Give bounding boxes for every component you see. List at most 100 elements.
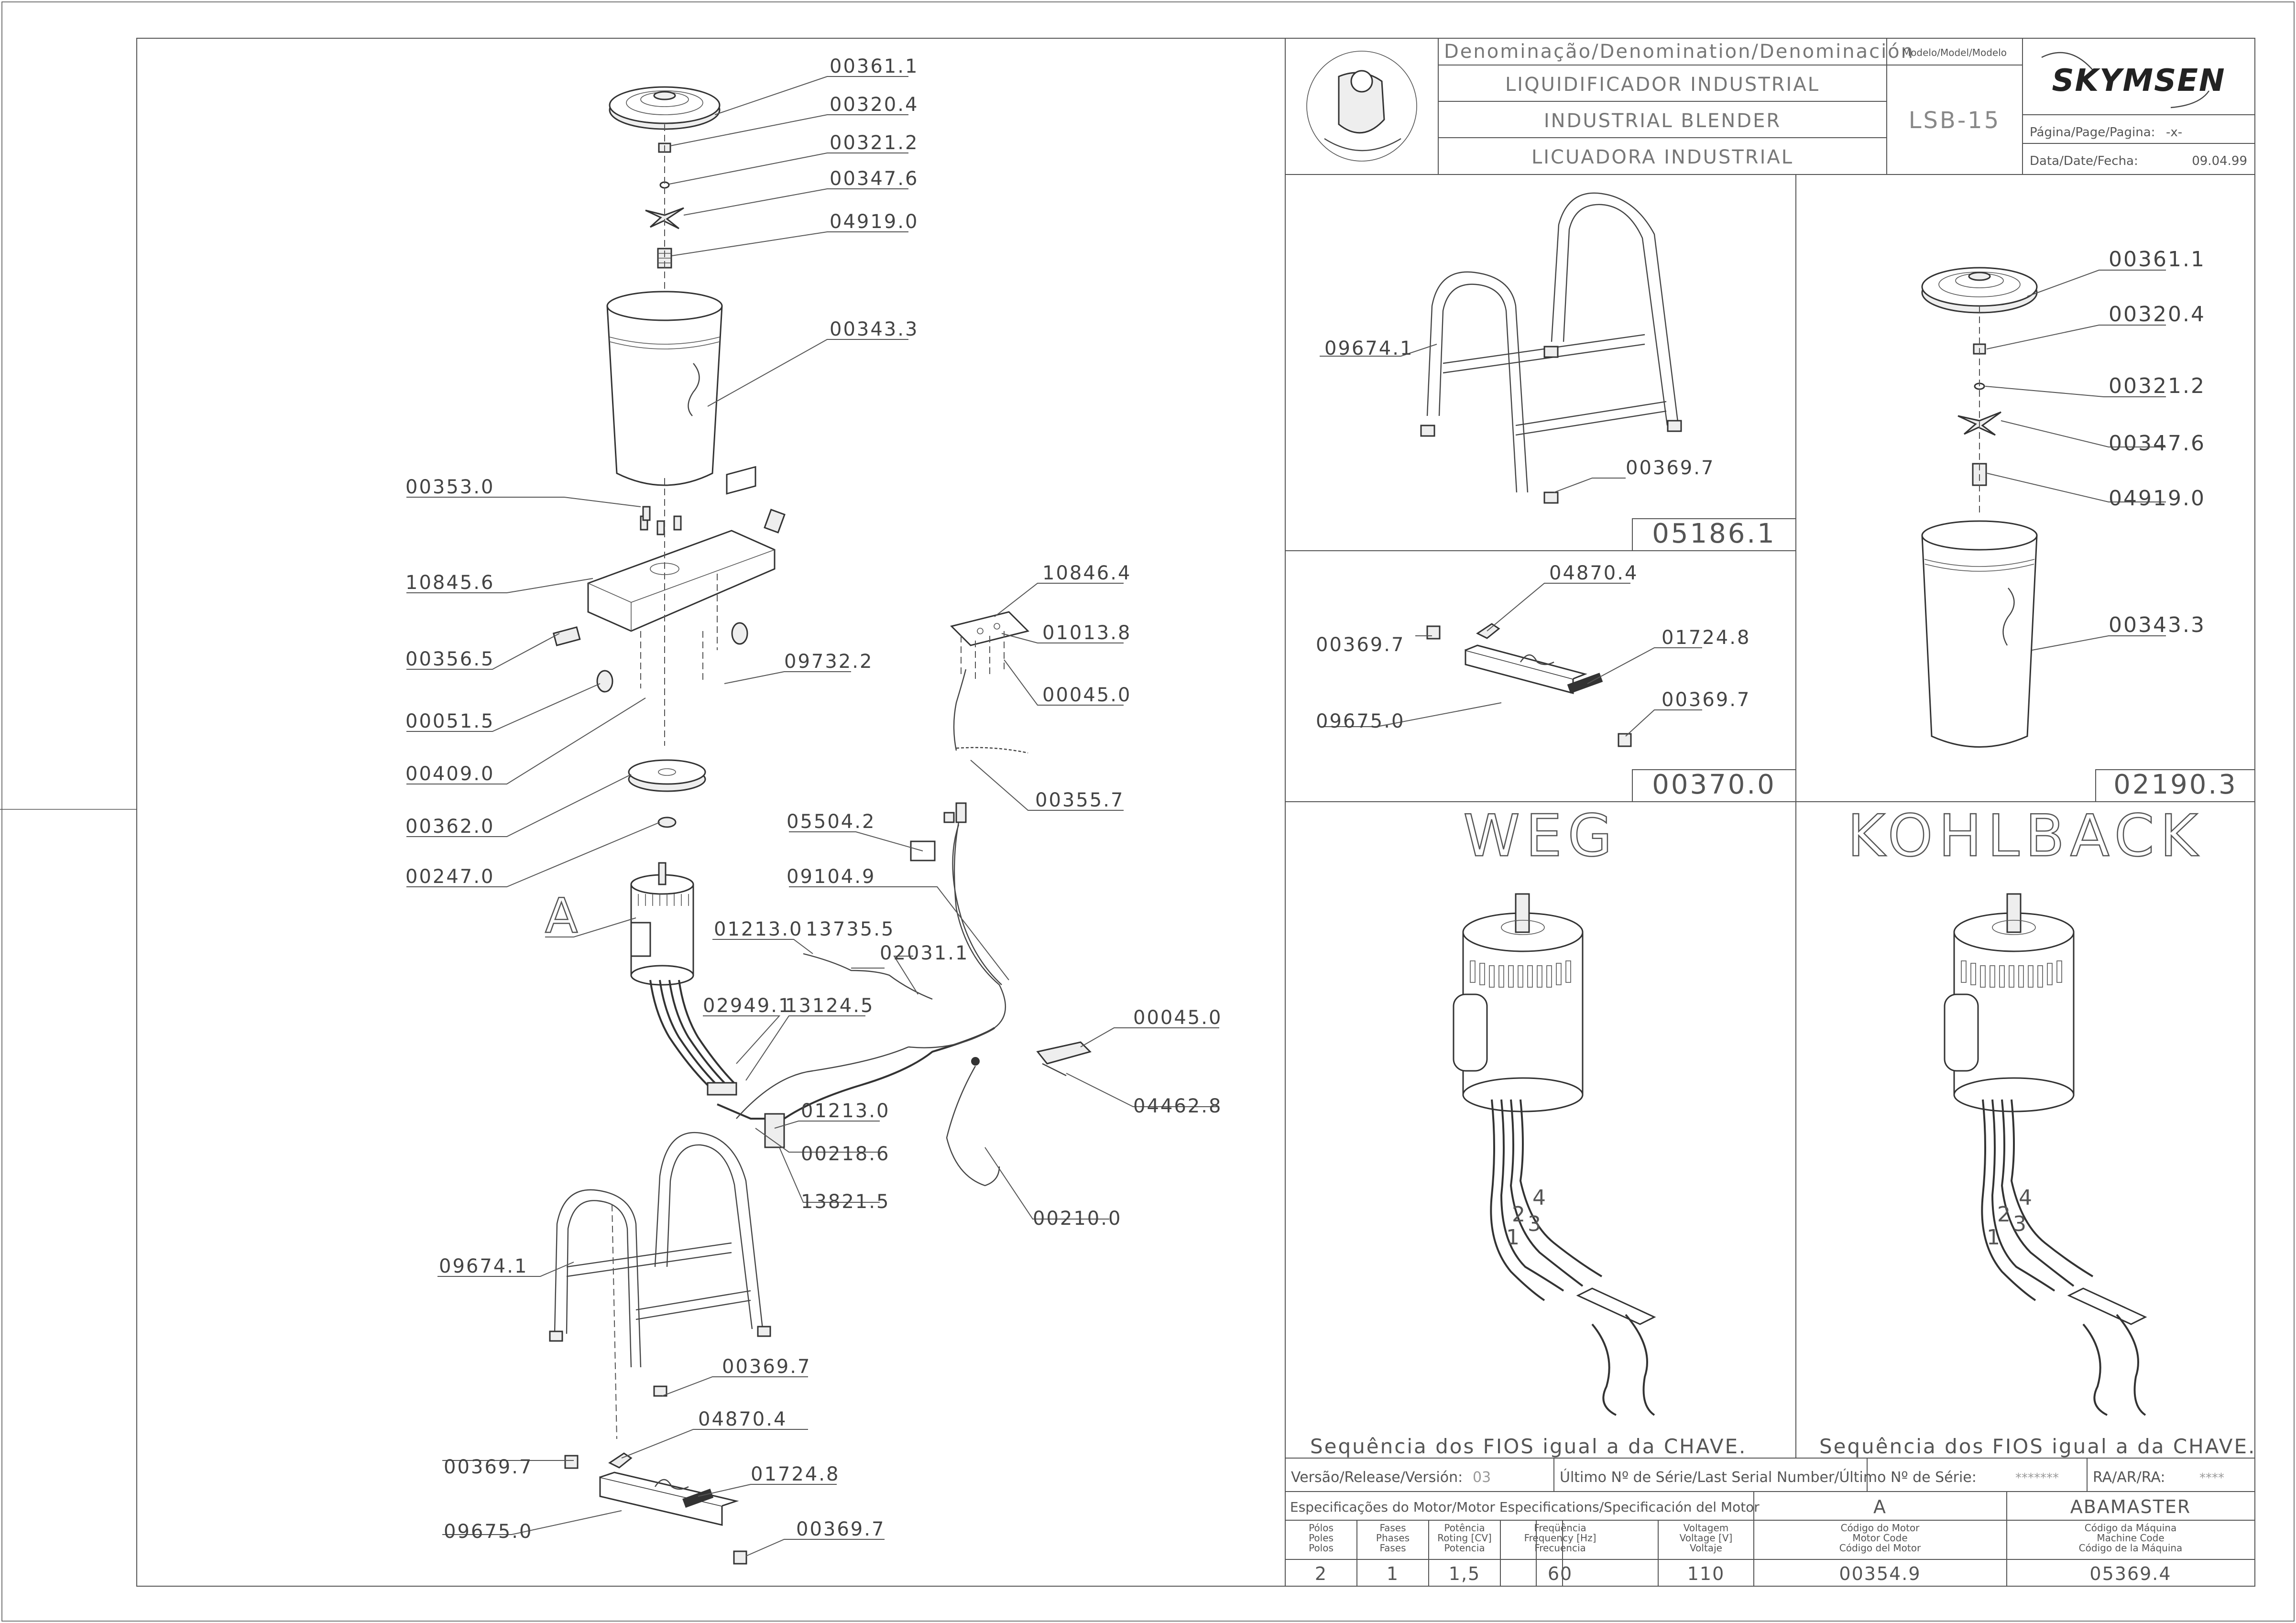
lid-part (609, 86, 721, 130)
model-header: Modelo/Model/Modelo (1902, 47, 2007, 58)
spec-label: Código de la Máquina (2079, 1542, 2183, 1554)
base-bar-part (564, 1452, 747, 1565)
spec-table-grid (1285, 1458, 2255, 1586)
product-name-es: LICUADORA INDUSTRIAL (1531, 146, 1793, 168)
blade-part (645, 207, 684, 229)
panel-grid (1285, 174, 2255, 1586)
logo-text: SKYMSEN (2052, 63, 2225, 98)
stand-panel-leaders (1320, 344, 1626, 493)
spec-label: Machine Code (2097, 1532, 2164, 1544)
page-label: Página/Page/Pagina: (2030, 125, 2155, 140)
part-label: 00369.7 (722, 1356, 811, 1378)
weg-wire-num: 3 (1528, 1212, 1542, 1236)
cup-panel-drawing (1921, 267, 2038, 748)
spec-value: 2 (1315, 1563, 1327, 1584)
serial-label: Último Nº de Série/Last Serial Number/Úl… (1560, 1468, 1977, 1486)
mounting-plate-part (950, 611, 1029, 679)
date-value: 09.04.99 (2192, 154, 2247, 168)
base-label: 01724.8 (1662, 627, 1750, 649)
ground-wire (946, 1066, 1000, 1187)
spec-label: Frecuencia (1534, 1542, 1586, 1554)
spec-value: 05369.4 (2089, 1563, 2171, 1584)
part-label: 00247.0 (405, 866, 494, 888)
main-leaders (406, 76, 1219, 1557)
spec-column: Voltagem Voltage [V] Voltaje 110 (1680, 1522, 1733, 1584)
spec-label: Voltaje (1690, 1542, 1722, 1554)
spec-value: 60 (1548, 1563, 1573, 1584)
title-block (1285, 38, 2255, 175)
main-part-labels: 00361.1 00320.4 00321.2 00347.6 04919.0 … (405, 55, 1222, 1543)
drawing-frame (136, 38, 2255, 1587)
spec-label: Phases (1376, 1532, 1410, 1544)
strain-relief-part (953, 669, 1028, 754)
part-label: 10846.4 (1042, 562, 1131, 584)
date-label: Data/Date/Fecha: (2030, 154, 2138, 168)
cup-assembly-code: 02190.3 (2113, 769, 2238, 800)
terminal-strip-part (1036, 1041, 1092, 1077)
page-value: -x- (2166, 125, 2182, 140)
part-label: 00218.6 (801, 1143, 890, 1165)
stand-part (549, 1132, 771, 1439)
weg-wire-num: 4 (1532, 1186, 1547, 1210)
part-label: 09732.2 (784, 651, 873, 673)
part-label: 00369.7 (796, 1518, 885, 1540)
authorized-service-seal (1306, 51, 1417, 162)
spec-label: Fases (1379, 1522, 1406, 1534)
motor-callout: A (545, 888, 583, 944)
bearing-part (657, 817, 677, 828)
version-label: Versão/Release/Versión: (1291, 1469, 1463, 1486)
spec-label: Código da Máquina (2085, 1522, 2176, 1534)
spec-column: Freqüência Frequency [Hz] Frecuencia 60 (1524, 1522, 1596, 1584)
product-name-pt: LIQUIDIFICADOR INDUSTRIAL (1505, 74, 1820, 96)
part-label: 10845.6 (405, 572, 494, 594)
part-label: 13735.5 (806, 918, 895, 940)
model-code: LSB-15 (1909, 107, 2001, 134)
weg-wire-note: Sequência dos FIOS igual a da CHAVE. (1310, 1435, 1747, 1458)
part-label: 00045.0 (1042, 684, 1131, 706)
cup-label: 00343.3 (2109, 613, 2206, 637)
weg-wire-num: 1 (1506, 1225, 1521, 1250)
spec-col-a: A (1873, 1496, 1887, 1517)
weg-title: WEG (1463, 803, 1618, 870)
pulley-part (628, 759, 706, 792)
base-panel-drawing (1426, 623, 1632, 747)
part-label: 00321.2 (830, 132, 918, 154)
spec-label: Roting [CV] (1437, 1532, 1492, 1544)
part-label: 13821.5 (801, 1191, 890, 1213)
cup-label: 00320.4 (2109, 302, 2206, 327)
part-label: 00361.1 (830, 55, 918, 77)
part-label: 01724.8 (751, 1463, 840, 1485)
part-label: 01213.0 (714, 918, 803, 940)
part-label: 00409.0 (405, 763, 494, 785)
base-panel-leaders (1320, 583, 1702, 737)
spec-value: 110 (1687, 1563, 1725, 1584)
spec-label: Freqüência (1534, 1522, 1586, 1534)
motor-part (630, 862, 737, 1096)
spec-col-b: ABAMASTER (2070, 1496, 2191, 1517)
spec-column: Pólos Poles Polos 2 (1309, 1522, 1334, 1584)
part-label: 09674.1 (439, 1255, 528, 1277)
denomination-header: Denominação/Denomination/Denominación (1444, 41, 1914, 63)
part-label: 04462.8 (1133, 1095, 1222, 1117)
kohlback-title: KOHLBACK (1848, 803, 2203, 870)
spec-label: Potencia (1444, 1542, 1485, 1554)
stand-label: 00369.7 (1626, 457, 1715, 479)
ra-label: RA/AR/RA: (2093, 1469, 2165, 1486)
cup-label: 00347.6 (2109, 431, 2206, 456)
stand-panel-drawing (1420, 192, 1682, 504)
weg-motor-drawing (1453, 893, 1656, 1416)
main-exploded-view (549, 86, 1092, 1565)
spec-label: Voltagem (1684, 1522, 1729, 1534)
part-label: 05504.2 (787, 811, 875, 833)
base-label: 00369.7 (1316, 634, 1405, 656)
part-label: 02031.1 (880, 942, 969, 964)
base-assembly-code: 00370.0 (1652, 769, 1776, 800)
spec-label: Código del Motor (1839, 1542, 1921, 1554)
base-label: 04870.4 (1549, 562, 1638, 584)
base-label: 00369.7 (1662, 689, 1750, 711)
base-housing-part (552, 466, 786, 693)
spec-value: 1,5 (1449, 1563, 1480, 1584)
